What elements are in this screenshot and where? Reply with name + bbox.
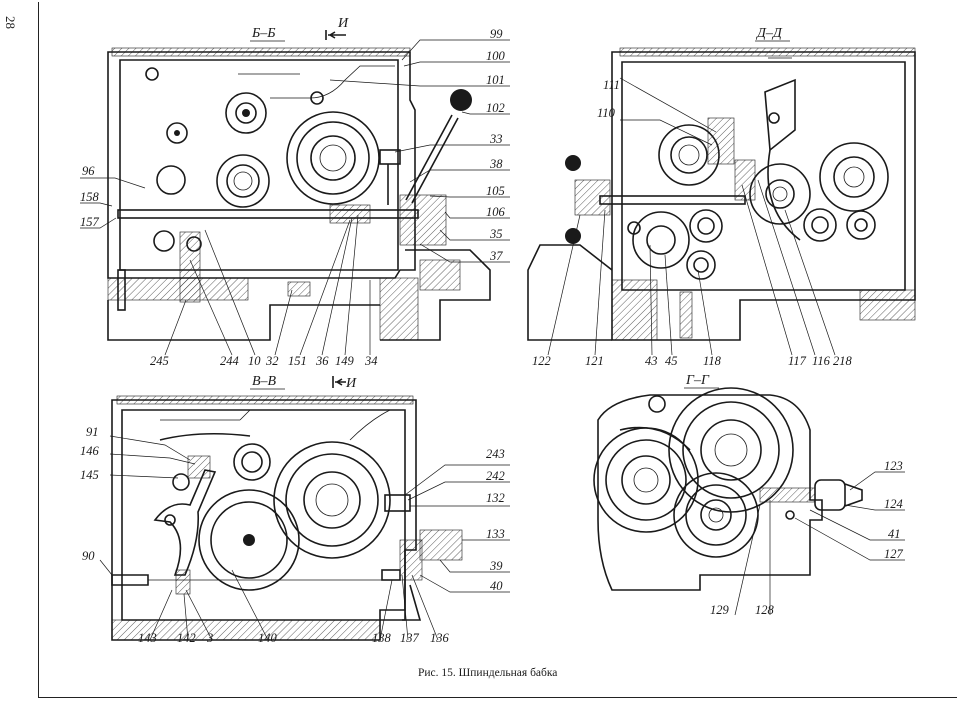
figure-caption: Рис. 15. Шпиндельная бабка [418, 667, 558, 679]
label-35: 35 [489, 227, 503, 241]
section-dd-title: Д–Д [755, 26, 783, 41]
label-158: 158 [80, 190, 100, 204]
section-gg-title: Г–Г [685, 373, 710, 388]
label-36: 36 [315, 354, 329, 368]
section-bb-marker: И [337, 16, 349, 31]
label-96: 96 [82, 164, 95, 178]
label-123: 123 [884, 459, 903, 473]
label-90: 90 [82, 549, 95, 563]
label-143: 143 [138, 631, 157, 645]
label-37: 37 [489, 249, 503, 263]
label-40: 40 [490, 579, 503, 593]
label-145: 145 [80, 468, 99, 482]
label-38: 38 [489, 157, 503, 171]
label-10: 10 [248, 354, 261, 368]
label-243: 243 [486, 447, 505, 461]
label-91: 91 [86, 425, 99, 439]
label-129: 129 [710, 603, 730, 617]
section-vv: В–В И [111, 374, 463, 641]
label-157: 157 [80, 215, 100, 229]
label-124: 124 [884, 497, 903, 511]
label-138: 138 [372, 631, 392, 645]
label-128: 128 [755, 603, 775, 617]
label-133: 133 [486, 527, 505, 541]
leader-lines [80, 39, 905, 641]
section-bb-title: Б–Б [251, 26, 276, 41]
label-3: 3 [206, 631, 213, 645]
label-45: 45 [665, 354, 678, 368]
label-110: 110 [597, 106, 616, 120]
label-137: 137 [400, 631, 420, 645]
label-41: 41 [888, 527, 901, 541]
label-99: 99 [490, 27, 503, 41]
label-100: 100 [486, 49, 506, 63]
label-140: 140 [258, 631, 278, 645]
label-105: 105 [486, 184, 505, 198]
label-242: 242 [486, 469, 505, 483]
label-118: 118 [703, 354, 722, 368]
label-111: 111 [603, 78, 620, 92]
label-39: 39 [489, 559, 503, 573]
label-244: 244 [220, 354, 239, 368]
label-116: 116 [812, 354, 831, 368]
page-frame [38, 2, 957, 698]
label-142: 142 [177, 631, 196, 645]
label-149: 149 [335, 354, 355, 368]
part-labels: 99 100 101 102 33 38 105 106 35 37 96 15… [80, 27, 904, 645]
label-102: 102 [486, 101, 505, 115]
label-43: 43 [645, 354, 658, 368]
label-146: 146 [80, 444, 100, 458]
label-127: 127 [884, 547, 904, 561]
label-33: 33 [489, 132, 503, 146]
label-132: 132 [486, 491, 505, 505]
label-106: 106 [486, 205, 506, 219]
section-bb: Б–Б И [107, 16, 491, 341]
label-122: 122 [532, 354, 551, 368]
label-218: 218 [833, 354, 853, 368]
label-32: 32 [265, 354, 279, 368]
label-34: 34 [364, 354, 378, 368]
label-121: 121 [585, 354, 604, 368]
label-136: 136 [430, 631, 450, 645]
section-vv-title: В–В [252, 374, 277, 389]
section-vv-marker: И [345, 376, 357, 391]
label-117: 117 [788, 354, 807, 368]
label-101: 101 [486, 73, 505, 87]
label-245: 245 [150, 354, 169, 368]
label-151: 151 [288, 354, 307, 368]
section-dd: Д–Д [527, 26, 916, 341]
section-gg: Г–Г [593, 373, 863, 591]
